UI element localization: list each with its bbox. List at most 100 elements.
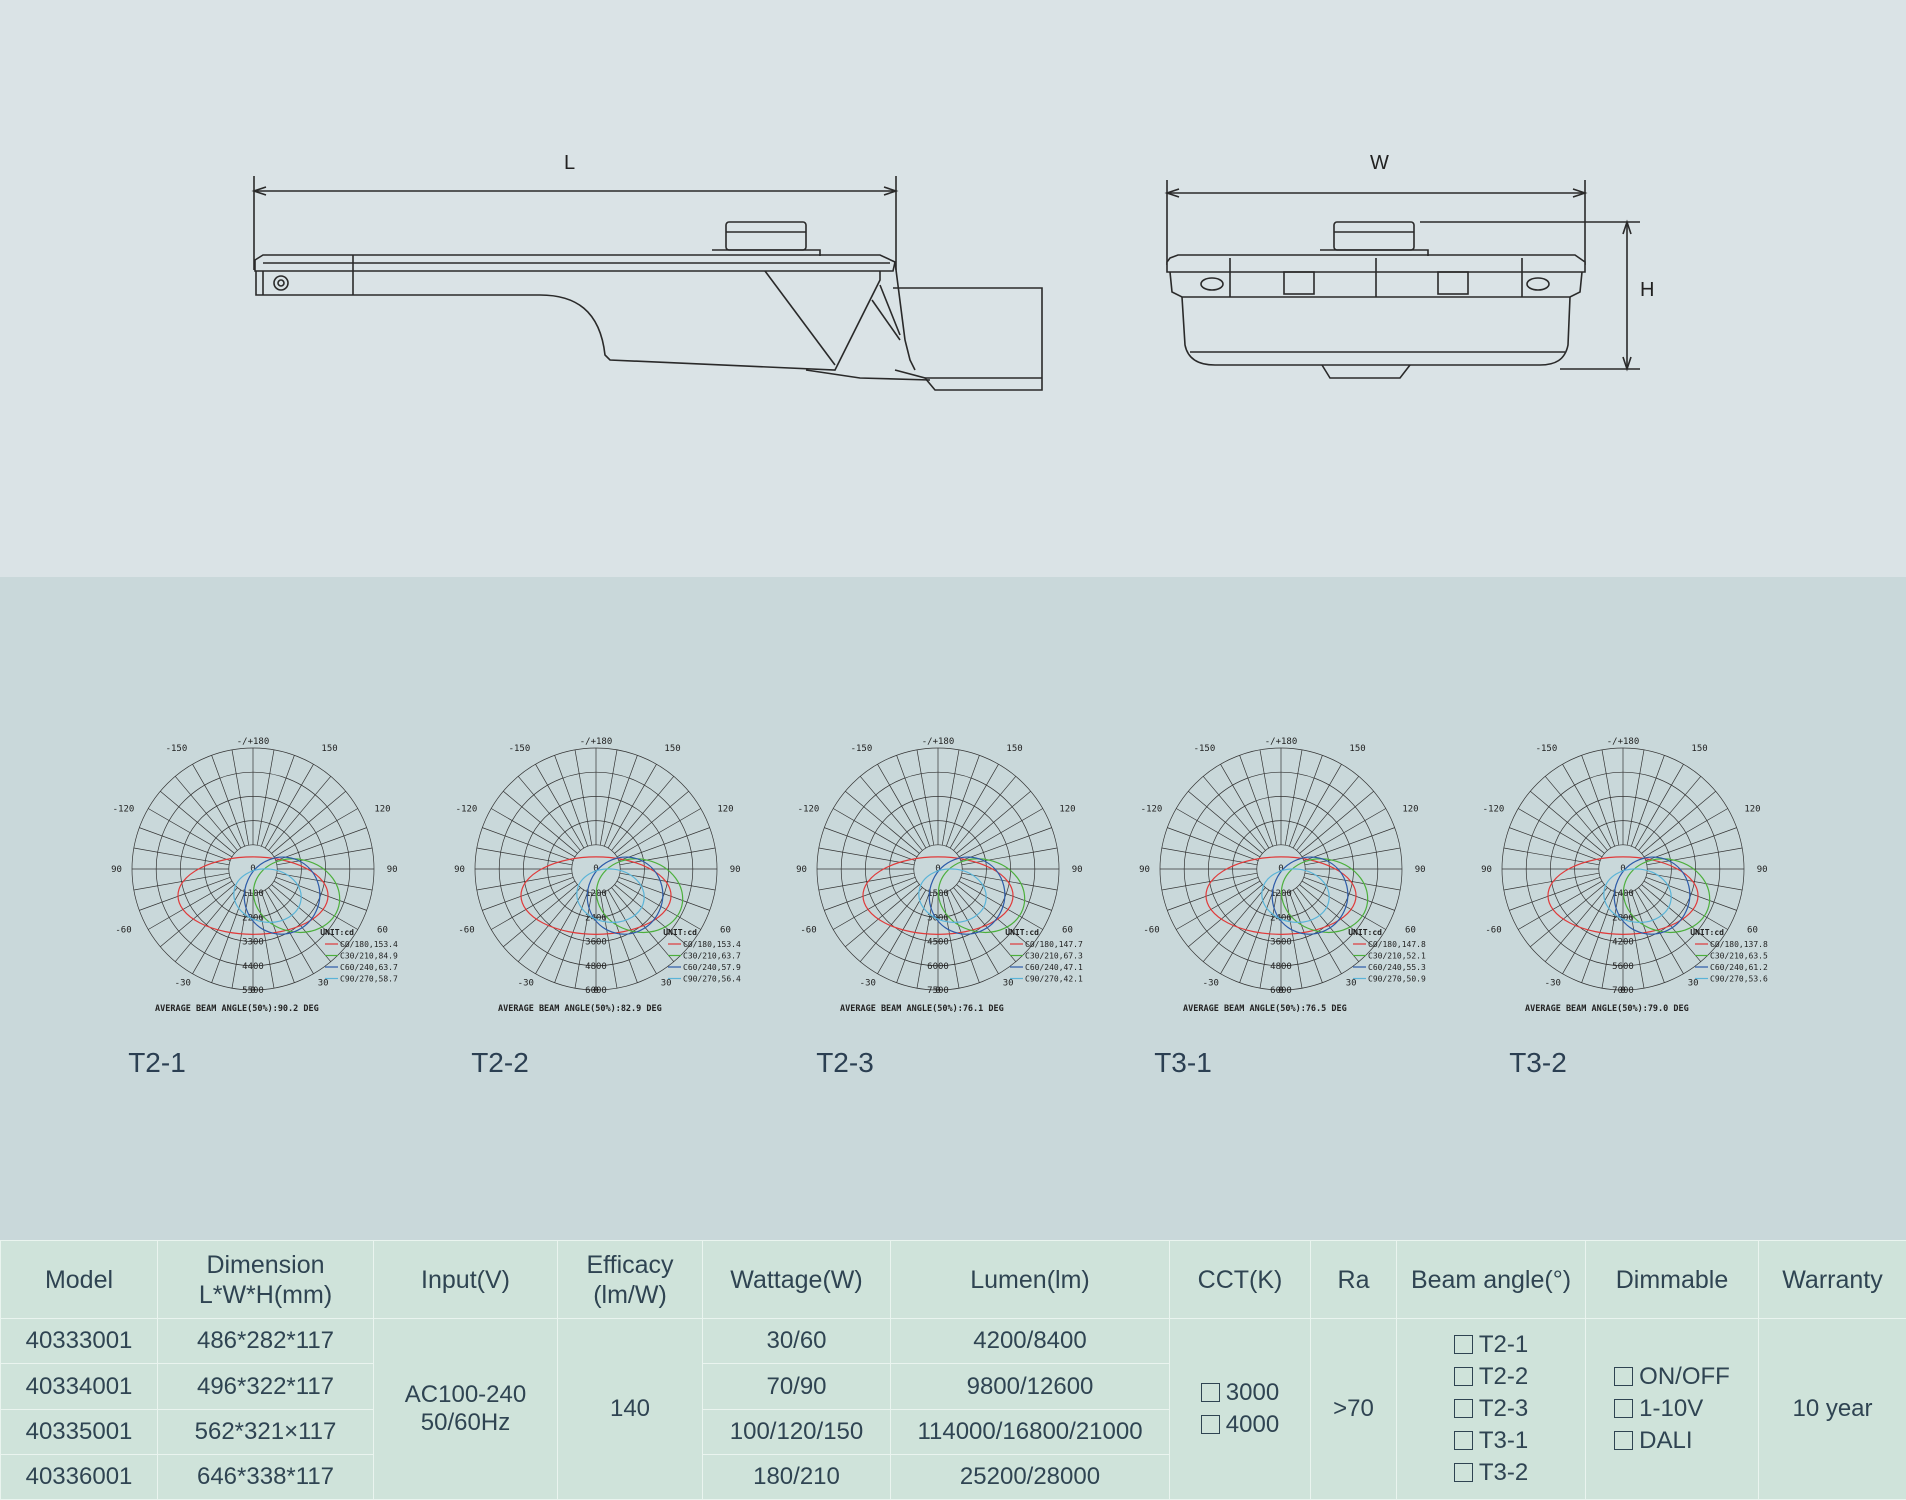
- polar-spoke: [273, 808, 358, 858]
- beam-option-t3-1[interactable]: T3-1: [1453, 1425, 1529, 1457]
- angle-label: -90: [1480, 865, 1492, 875]
- polar-spoke: [1176, 808, 1261, 858]
- checkbox-icon[interactable]: [1453, 1431, 1473, 1451]
- polar-spoke: [824, 876, 916, 911]
- polar-spoke: [616, 880, 701, 930]
- angle-label: 120: [1059, 805, 1075, 815]
- polar-spoke: [1301, 880, 1386, 930]
- legend-label: C30/210,63.7: [683, 952, 741, 961]
- polar-spoke: [818, 872, 915, 891]
- ring-value-label: 6000: [585, 986, 607, 996]
- polar-spoke: [517, 776, 581, 851]
- polar-spoke: [958, 808, 1043, 858]
- angle-label: -150: [851, 744, 873, 754]
- polar-spoke: [824, 827, 916, 862]
- angle-label: 90: [1415, 865, 1426, 875]
- polar-spoke: [1239, 755, 1274, 847]
- checkbox-icon[interactable]: [1614, 1367, 1634, 1387]
- angle-label: 90: [387, 865, 398, 875]
- distribution-curve: [252, 858, 341, 933]
- polar-spoke: [1202, 776, 1266, 851]
- polar-spoke: [1626, 749, 1645, 846]
- polar-spoke: [517, 887, 581, 962]
- ring-value-label: 7500: [927, 986, 949, 996]
- header-cct: CCT(K): [1169, 1239, 1311, 1320]
- polar-spoke: [619, 847, 716, 866]
- checkbox-icon[interactable]: [1200, 1415, 1220, 1435]
- polar-spoke: [211, 755, 246, 847]
- legend-label: C30/210,84.9: [340, 952, 398, 961]
- beam-angle-label: AVERAGE BEAM ANGLE(50%):82.9 DEG: [498, 1004, 662, 1014]
- cct-option-3000[interactable]: 3000: [1200, 1377, 1279, 1409]
- polar-spoke: [1509, 827, 1601, 862]
- polar-spoke: [1202, 887, 1266, 962]
- angle-label: -150: [1194, 744, 1216, 754]
- beam-option-t3-2[interactable]: T3-2: [1453, 1457, 1528, 1489]
- header-dimension-line2: L*W*H(mm): [198, 1280, 333, 1309]
- polar-spoke: [945, 755, 980, 847]
- ring-value-label: 2400: [585, 913, 607, 923]
- beam-option-label: T2-3: [1478, 1395, 1529, 1423]
- polar-spoke: [271, 790, 346, 854]
- checkbox-icon[interactable]: [1453, 1367, 1473, 1387]
- polar-spoke: [896, 891, 931, 983]
- cct-option-4000[interactable]: 4000: [1200, 1409, 1279, 1441]
- checkbox-icon[interactable]: [1614, 1399, 1634, 1419]
- distribution-curve: [1622, 858, 1711, 933]
- angle-label: -90: [453, 865, 465, 875]
- ring-value-label: 4200: [1612, 938, 1634, 948]
- angle-label: 60: [720, 926, 731, 936]
- cell-beam-angle: T2-1 T2-2 T2-3 T3-1 T3-2: [1396, 1318, 1586, 1500]
- ring-value-label: 4400: [242, 962, 264, 972]
- polar-spoke: [956, 790, 1031, 854]
- checkbox-icon[interactable]: [1200, 1383, 1220, 1403]
- beam-option-t2-2[interactable]: T2-2: [1453, 1361, 1528, 1393]
- cell-ra: >70: [1310, 1318, 1397, 1500]
- polar-spoke: [614, 884, 689, 948]
- polar-spoke: [1304, 872, 1401, 891]
- polar-spoke: [574, 749, 593, 846]
- polar-spoke: [941, 892, 960, 989]
- polar-spoke: [1292, 889, 1342, 974]
- checkbox-icon[interactable]: [1453, 1335, 1473, 1355]
- beam-option-label: T3-1: [1478, 1427, 1529, 1455]
- polar-chart: -150150-120120-9090-6060-3030-/+18000120…: [453, 737, 741, 1014]
- angle-label: -120: [798, 805, 820, 815]
- ring-value-label: 6000: [927, 962, 949, 972]
- angle-label: -30: [1203, 979, 1219, 989]
- polar-spoke: [949, 764, 999, 849]
- chart-title: T3-2: [1509, 1047, 1567, 1078]
- angle-label: -30: [860, 979, 876, 989]
- checkbox-icon[interactable]: [1614, 1431, 1634, 1451]
- polar-spoke: [1284, 749, 1303, 846]
- polar-spoke: [554, 891, 589, 983]
- legend-label: C60/240,61.2: [1710, 963, 1768, 972]
- polar-spoke: [192, 764, 242, 849]
- angle-label: -60: [1485, 926, 1501, 936]
- polar-spoke: [1301, 808, 1386, 858]
- angle-label: -30: [1545, 979, 1561, 989]
- checkbox-icon[interactable]: [1453, 1399, 1473, 1419]
- beam-option-t2-1[interactable]: T2-1: [1453, 1329, 1528, 1361]
- polar-spoke: [1176, 880, 1261, 930]
- header-input: Input(V): [373, 1239, 558, 1320]
- dimmable-option-1-10v[interactable]: 1-10V: [1614, 1393, 1730, 1425]
- polar-spoke: [276, 847, 373, 866]
- beam-option-t2-3[interactable]: T2-3: [1453, 1393, 1529, 1425]
- checkbox-icon[interactable]: [1453, 1463, 1473, 1483]
- dimmable-option-dali[interactable]: DALI: [1614, 1425, 1730, 1457]
- cell-wattage: 180/210: [702, 1453, 891, 1500]
- polar-spoke: [958, 880, 1043, 930]
- polar-spoke: [960, 876, 1052, 911]
- angle-label-top: -/+180: [580, 737, 613, 747]
- polar-spoke: [1503, 847, 1600, 866]
- polar-spoke: [192, 889, 242, 974]
- dimmable-option-onoff[interactable]: ON/OFF: [1614, 1361, 1730, 1393]
- angle-label: 120: [1744, 805, 1760, 815]
- polar-spoke: [1188, 884, 1263, 948]
- beam-angle-label: AVERAGE BEAM ANGLE(50%):90.2 DEG: [155, 1004, 319, 1014]
- angle-label-zero: 0: [935, 864, 940, 874]
- cell-model: 40336001: [0, 1453, 158, 1500]
- angle-label: 150: [664, 744, 680, 754]
